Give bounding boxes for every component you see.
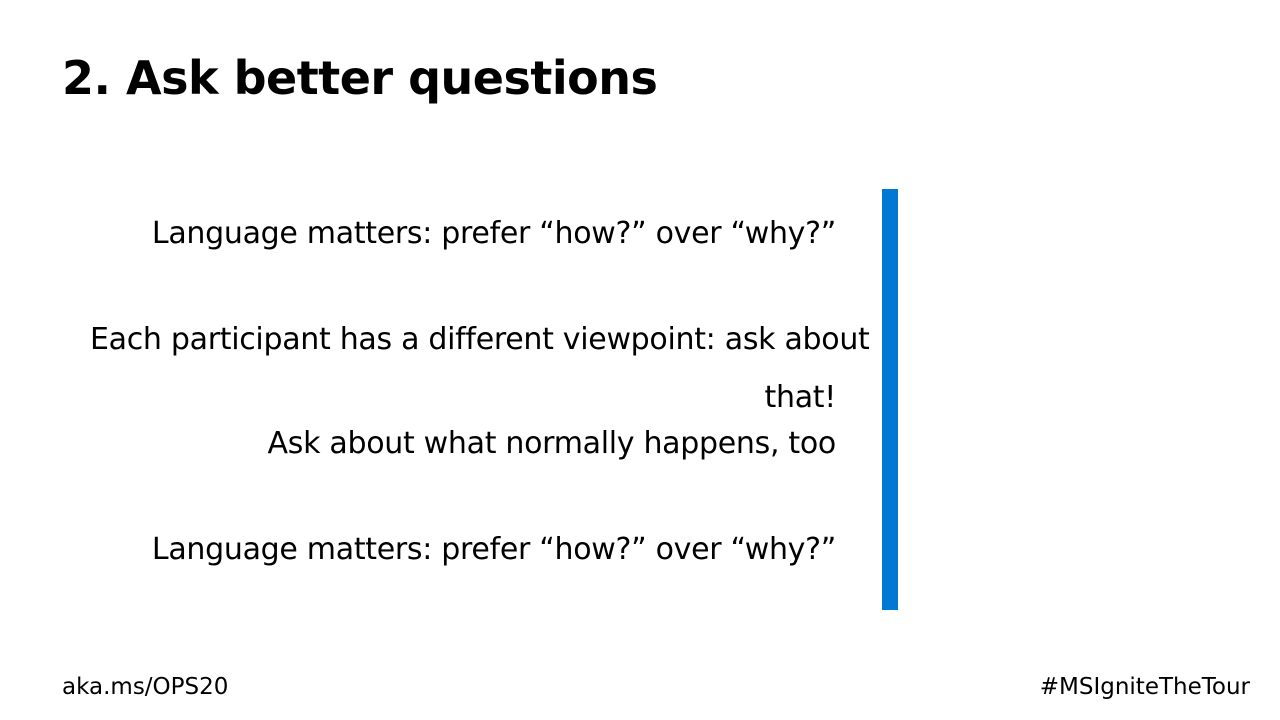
point-participant-viewpoint: Each participant has a different viewpoi… xyxy=(90,320,870,418)
footer-hashtag: #MSIgniteTheTour xyxy=(1039,674,1250,700)
point-participant-viewpoint-line1: Each participant has a different viewpoi… xyxy=(90,322,870,357)
footer-link: aka.ms/OPS20 xyxy=(62,674,229,700)
point-participant-viewpoint-line2: that! xyxy=(764,380,837,415)
accent-bar xyxy=(882,189,898,610)
point-language-matters: Language matters: prefer “how?” over “wh… xyxy=(151,216,836,251)
point-normal-happenings: Ask about what normally happens, too xyxy=(267,426,837,461)
slide-title: 2. Ask better questions xyxy=(62,51,658,105)
point-language-matters-repeat: Language matters: prefer “how?” over “wh… xyxy=(151,532,836,567)
